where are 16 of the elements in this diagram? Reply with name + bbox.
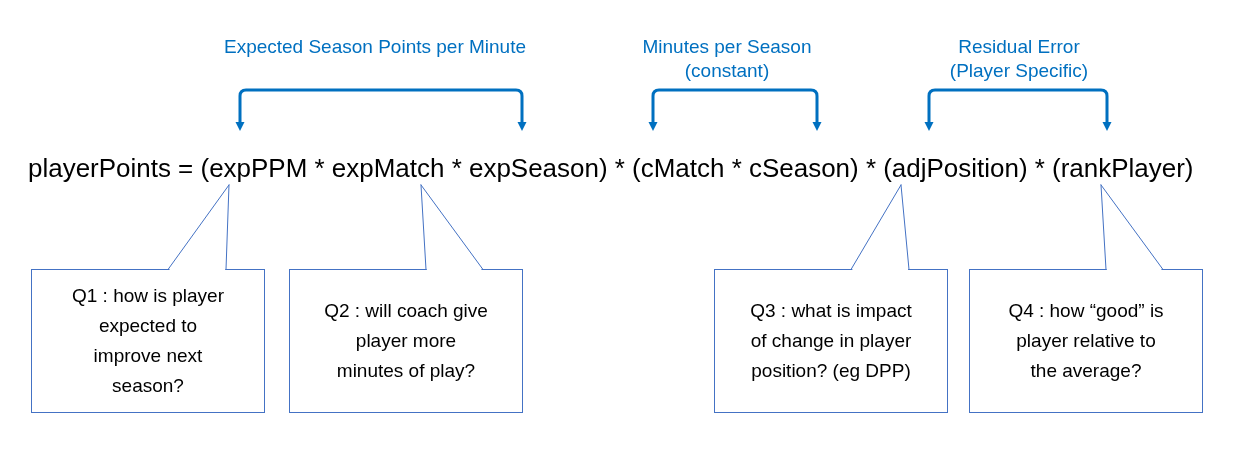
callout-pointer [167, 184, 230, 270]
callout-pointer [850, 184, 910, 270]
callout-box [969, 269, 1203, 413]
annotation-label: Expected Season Points per Minute [222, 35, 528, 59]
callout-pointer [420, 184, 484, 270]
annotation-label: Minutes per Season (constant) [641, 35, 813, 83]
callout-box [31, 269, 265, 413]
annotation-label: Residual Error (Player Specific) [948, 35, 1090, 83]
question-text: Q2 : will coach give player more minutes of play? [323, 299, 489, 383]
question-text: Q4 : how “good” is player relative to the average? [1007, 299, 1165, 383]
formula: playerPoints = (expPPM * expMatch * expSeason) * (cMatch * cSeason) * (adjPosition) * (rankPlayer) [28, 154, 1194, 184]
callout-box [289, 269, 523, 413]
question-text: Q3 : what is impact of change in player position? (eg DPP) [749, 299, 913, 383]
callout-box [714, 269, 948, 413]
question-text: Q1 : how is player expected to improve next season? [70, 284, 226, 398]
callout-pointer [1100, 184, 1164, 270]
